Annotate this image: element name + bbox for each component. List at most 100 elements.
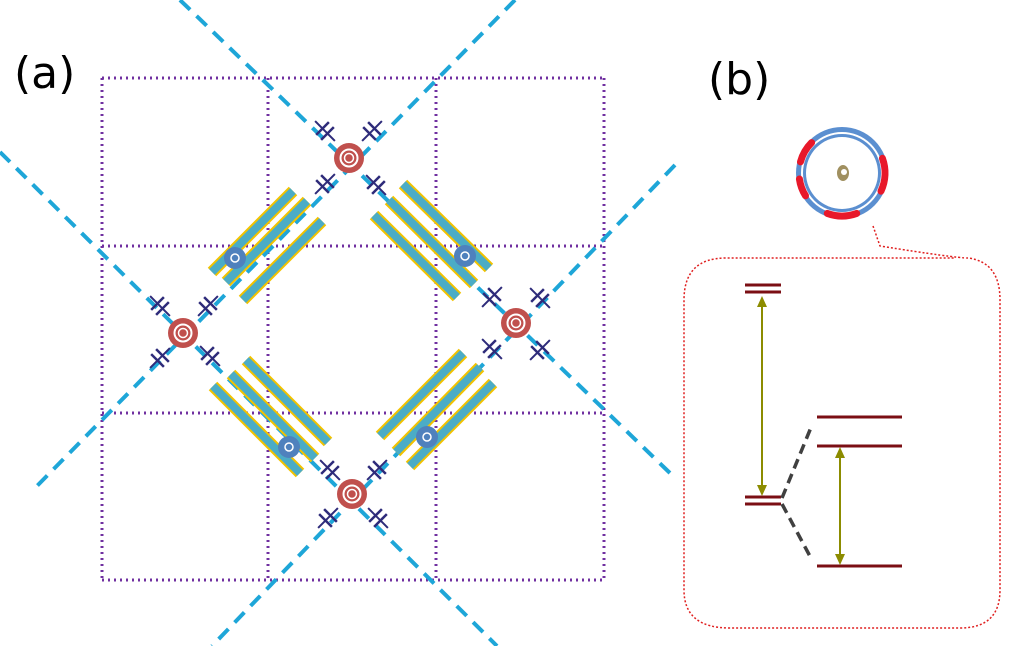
ring-resonator-core <box>343 152 355 164</box>
coupler-lead-14 <box>317 507 339 529</box>
ring-red-segment-1 <box>877 154 889 195</box>
couplers <box>149 120 551 529</box>
ring-resonator-2 <box>501 308 531 338</box>
qubit-body <box>224 247 246 269</box>
qubit-3 <box>416 426 438 448</box>
qubit-center <box>460 251 470 261</box>
ring-resonator-inner-ring <box>342 484 362 504</box>
coupler-lead-0 <box>314 120 336 142</box>
coupler-plate-9-1 <box>535 293 550 308</box>
qubit-center <box>422 432 432 442</box>
transition-arrow-right-head-top <box>835 447 845 458</box>
ring-center-highlight <box>841 169 847 175</box>
coupler-lead-12 <box>319 459 341 481</box>
coupler-plate-1-1 <box>362 126 377 141</box>
coupler-plate-2-0 <box>320 174 335 189</box>
waveguide-strip-6 <box>243 357 331 445</box>
qubit-2 <box>278 436 300 458</box>
coupler-plate-10-1 <box>487 344 502 359</box>
ring-resonator-0 <box>334 143 364 173</box>
ring-red-segment-2 <box>823 209 861 220</box>
panel-label-a: (a) <box>14 48 76 99</box>
coupler-lead-5 <box>197 295 219 317</box>
ring-resonator-body <box>334 143 364 173</box>
coupler-plate-15-0 <box>368 508 383 523</box>
qubit-center <box>230 253 240 263</box>
coupler-plate-11-0 <box>535 340 550 355</box>
ring-resonator-body <box>501 308 531 338</box>
coupler-plate-0-1 <box>320 126 335 141</box>
coupler-plate-1-0 <box>367 121 382 136</box>
waveguide-strip-4 <box>386 197 477 287</box>
ring-resonator-3 <box>337 479 367 509</box>
connector-up <box>780 424 814 499</box>
waveguide-strips <box>207 179 498 478</box>
ring-resonator-core <box>510 317 522 329</box>
coupler-plate-13-1 <box>367 465 382 480</box>
coupler-lead-13 <box>366 459 388 481</box>
waveguide-strip-2 <box>240 218 325 303</box>
ring-resonator-1 <box>168 318 198 348</box>
coupler-plate-8-1 <box>482 292 497 307</box>
qubit-1 <box>454 245 476 267</box>
coupler-lead-15 <box>367 507 389 529</box>
waveguide-strip-9 <box>377 350 466 439</box>
coupler-lead-11 <box>529 339 551 361</box>
coupler-plate-4-0 <box>150 296 165 311</box>
coupler-lead-10 <box>481 338 503 360</box>
coupler-plate-5-1 <box>198 301 213 316</box>
waveguide-strip-5 <box>371 212 460 300</box>
coupler-plate-12-0 <box>320 460 335 475</box>
coupler-lead-2 <box>314 173 336 195</box>
ring-red-segment-3 <box>795 175 810 200</box>
panel-b <box>683 127 1001 629</box>
coupler-lead-6 <box>149 347 171 369</box>
callout-bubble <box>683 225 1001 629</box>
coupler-plate-2-1 <box>315 179 330 194</box>
coupler-plate-3-0 <box>366 175 381 190</box>
coupler-plate-13-0 <box>372 460 387 475</box>
waveguide-strip-11 <box>407 380 496 469</box>
coupler-lead-1 <box>361 120 383 142</box>
coupler-lead-4 <box>149 295 171 317</box>
coupler-plate-15-1 <box>373 513 388 528</box>
qubit-0 <box>224 247 246 269</box>
ring-resonator-body <box>168 318 198 348</box>
transition-arrow-left-head-bottom <box>757 485 767 496</box>
coupler-plate-7-0 <box>200 346 215 361</box>
coupler-plate-7-1 <box>205 351 220 366</box>
coupler-plate-10-0 <box>482 339 497 354</box>
ring-resonator-core <box>177 327 189 339</box>
coupler-plate-11-1 <box>530 345 545 360</box>
panel-label-b: (b) <box>708 54 771 105</box>
coupler-plate-14-1 <box>318 513 333 528</box>
coupler-plate-0-0 <box>315 121 330 136</box>
coupler-plate-6-0 <box>155 348 170 363</box>
ring-red-segment-0 <box>796 139 816 166</box>
coupler-lead-3 <box>365 174 387 196</box>
coupler-lead-8 <box>481 286 503 308</box>
ring-resonator-inner-ring <box>339 148 359 168</box>
qubit-body <box>416 426 438 448</box>
waveguide-strip-1 <box>223 198 310 285</box>
coupler-plate-5-0 <box>203 296 218 311</box>
coupler-plate-6-1 <box>150 353 165 368</box>
coupler-lead-7 <box>199 345 221 367</box>
ring-resonator-core <box>346 488 358 500</box>
waveguide-strip-7 <box>228 371 318 461</box>
coupler-plate-4-1 <box>155 301 170 316</box>
ring-resonator-inner-ring <box>506 313 526 333</box>
coupler-plate-3-1 <box>371 180 386 195</box>
ring-resonator-inner-ring <box>173 323 193 343</box>
waveguide-strip-8 <box>210 383 303 476</box>
coupler-plate-9-0 <box>530 288 545 303</box>
transition-arrow-left-head-top <box>757 296 767 307</box>
transition-arrow-right-head-bottom <box>835 554 845 565</box>
ring-resonator-body <box>337 479 367 509</box>
qubits <box>224 245 476 458</box>
coupler-plate-8-0 <box>487 287 502 302</box>
coupler-plate-12-1 <box>325 465 340 480</box>
qubit-body <box>278 436 300 458</box>
qubit-body <box>454 245 476 267</box>
